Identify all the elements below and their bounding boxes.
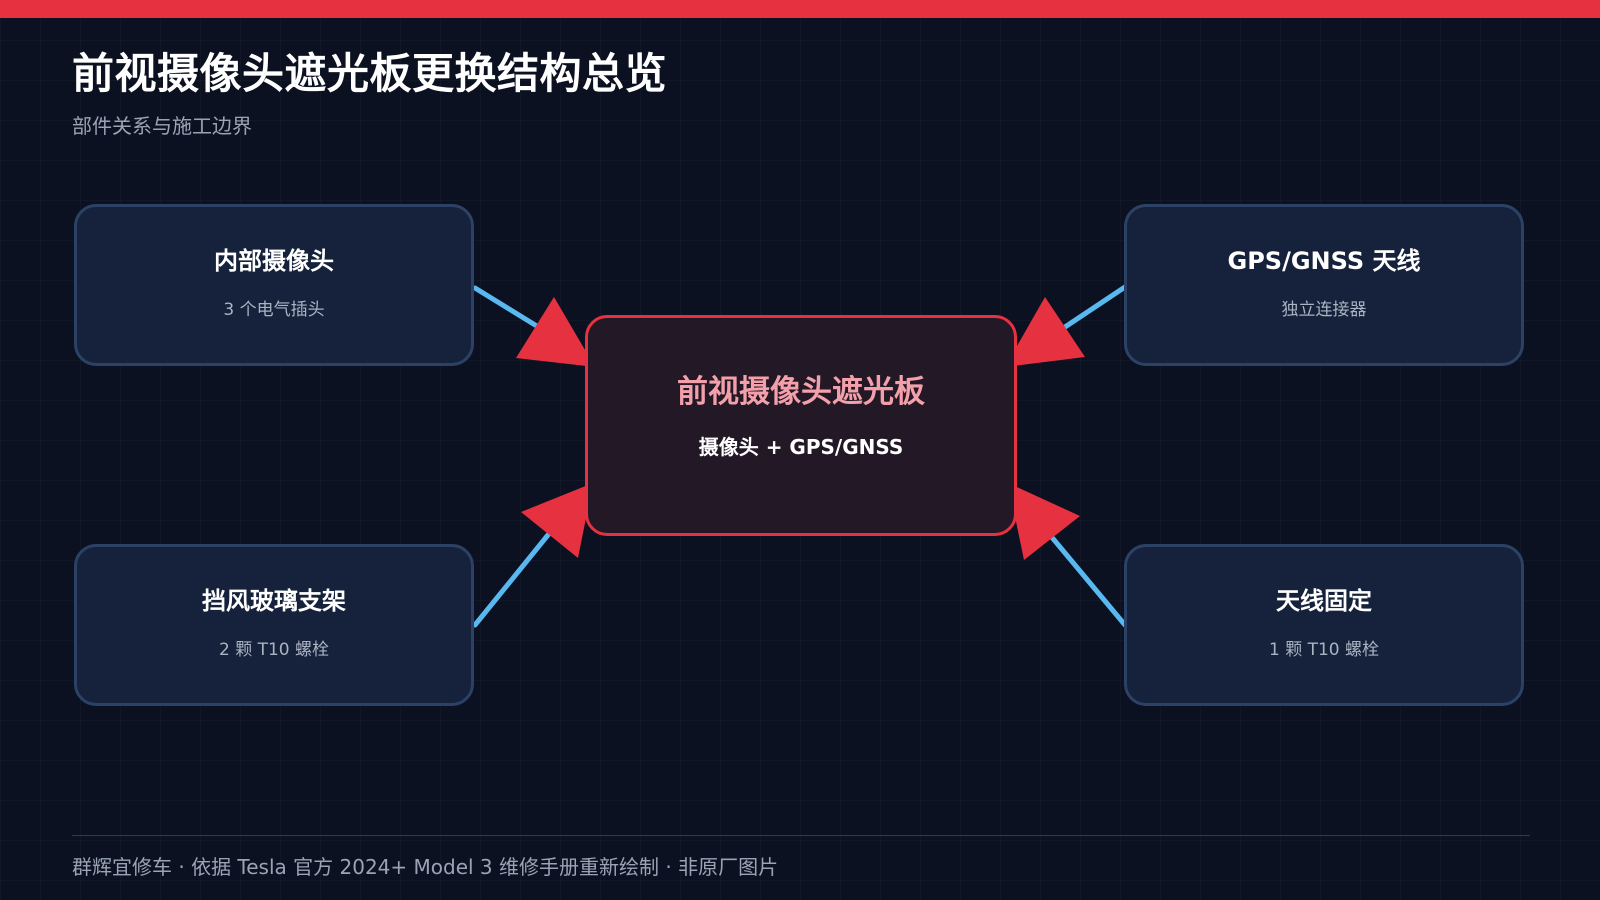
connector-antenna-mount: [1008, 483, 1128, 628]
connector-windshield-bracket: [472, 483, 593, 628]
connector-internal-camera: [472, 285, 595, 367]
arrowhead-icon: [1005, 297, 1085, 367]
arrowhead-icon: [521, 483, 593, 558]
center-node-camera-shroud: 前视摄像头遮光板 摄像头 + GPS/GNSS: [585, 315, 1017, 536]
center-node-subtitle: 摄像头 + GPS/GNSS: [698, 435, 904, 459]
node-gps-antenna: GPS/GNSS 天线 独立连接器: [1124, 204, 1524, 366]
top-accent-bar: [0, 0, 1600, 18]
node-title: 天线固定: [1276, 587, 1372, 615]
node-internal-camera: 内部摄像头 3 个电气插头: [74, 204, 474, 366]
node-subtitle: 独立连接器: [1281, 300, 1367, 320]
node-title: 挡风玻璃支架: [202, 587, 346, 615]
node-title: 内部摄像头: [214, 247, 334, 275]
arrowhead-icon: [1008, 483, 1080, 560]
node-subtitle: 2 颗 T10 螺栓: [218, 640, 330, 660]
connector-gps-antenna: [1005, 284, 1128, 367]
footer-credit: 群辉宜修车 · 依据 Tesla 官方 2024+ Model 3 维修手册重新…: [72, 855, 779, 879]
node-windshield-bracket: 挡风玻璃支架 2 颗 T10 螺栓: [74, 544, 474, 706]
page-subtitle: 部件关系与施工边界: [72, 114, 252, 138]
center-node-title: 前视摄像头遮光板: [677, 374, 925, 410]
node-title: GPS/GNSS 天线: [1227, 247, 1421, 275]
node-subtitle: 3 个电气插头: [223, 300, 325, 320]
footer-divider: [72, 835, 1530, 836]
node-antenna-mount: 天线固定 1 颗 T10 螺栓: [1124, 544, 1524, 706]
arrowhead-icon: [516, 297, 595, 367]
page-title: 前视摄像头遮光板更换结构总览: [72, 49, 668, 98]
node-subtitle: 1 颗 T10 螺栓: [1268, 640, 1380, 660]
